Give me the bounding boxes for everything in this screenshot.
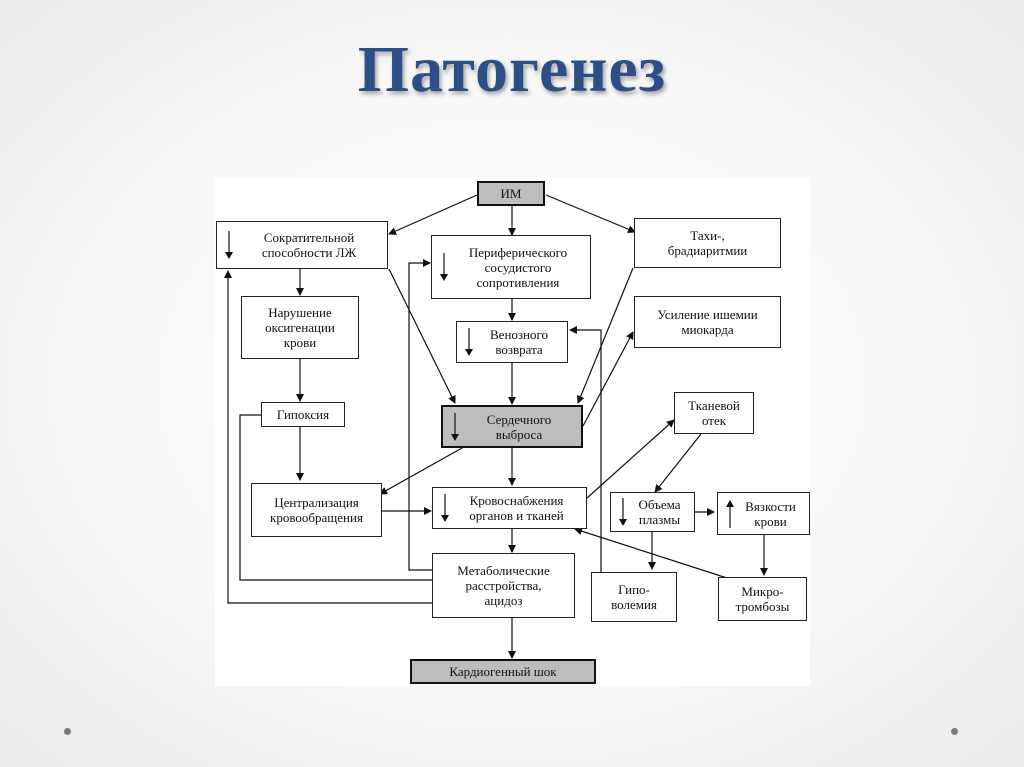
im-box: ИМ: [477, 181, 545, 206]
microthrombosis-label: Микро- тромбозы: [735, 584, 790, 614]
arrow-bloodsupply-edema: [586, 419, 675, 499]
arrow-metabolic-contractility: [224, 270, 432, 604]
oxygenation-box: Нарушение оксигенации крови: [241, 296, 359, 359]
contractility-label: Сократительной способности ЛЖ: [261, 230, 357, 260]
cardiogenic-shock-label: Кардиогенный шок: [449, 664, 557, 679]
im-label: ИМ: [500, 186, 522, 201]
centralization-box: Централизация кровообращения: [251, 483, 382, 537]
arrow-contractility-output: [388, 268, 456, 404]
hypoxia-label: Гипоксия: [276, 407, 330, 422]
venous-return-label: Венозного возврата: [490, 327, 548, 357]
arrow-hypovolemia-venous: [569, 326, 602, 572]
peripheral-resistance-box: Периферического сосудистого сопротивлени…: [431, 235, 591, 299]
blood-supply-box: Кровоснабжения органов и тканей: [432, 487, 587, 529]
metabolic-label: Метаболические расстройства, ацидоз: [457, 563, 550, 608]
tissue-edema-box: Тканевой отек: [674, 392, 754, 434]
oxygenation-label: Нарушение оксигенации крови: [265, 305, 335, 350]
ischemia-box: Усиление ишемии миокарда: [634, 296, 781, 348]
decrease-arrow-icon: [441, 494, 449, 522]
decrease-arrow-icon: [619, 498, 627, 526]
increase-arrow-icon: [726, 499, 734, 528]
decorative-dot-left: [64, 728, 71, 735]
cardiogenic-shock-box: Кардиогенный шок: [410, 659, 596, 684]
hypovolemia-box: Гипо- волемия: [591, 572, 677, 622]
arrow-im-arrhythmia: [545, 194, 636, 234]
plasma-volume-label: Объема плазмы: [638, 497, 681, 527]
flowchart-connectors: [224, 194, 768, 659]
decrease-arrow-icon: [225, 231, 233, 259]
arrow-microthrombosis-bloodsupply: [574, 527, 728, 579]
decorative-dot-right: [951, 728, 958, 735]
viscosity-label: Вязкости крови: [745, 498, 796, 529]
arrow-output-centralization: [379, 447, 463, 495]
arrow-edema-plasma: [654, 433, 702, 493]
line-metabolic-hypoxia: [239, 414, 432, 581]
hypovolemia-label: Гипо- волемия: [611, 582, 657, 612]
decrease-arrow-icon: [465, 328, 473, 356]
peripheral-resistance-label: Периферического сосудистого сопротивлени…: [468, 244, 568, 290]
arrhythmia-box: Тахи-, брадиаритмии: [634, 218, 781, 268]
arrow-arrhythmia-output: [576, 267, 634, 404]
decrease-arrow-icon: [440, 253, 448, 281]
flowchart-panel: ИМ Сократительной способности ЛЖ Перифер…: [215, 178, 810, 686]
ischemia-label: Усиление ишемии миокарда: [657, 307, 758, 337]
contractility-box: Сократительной способности ЛЖ: [216, 221, 388, 269]
cardiac-output-label: Сердечного выброса: [486, 411, 552, 442]
decrease-arrow-icon: [451, 412, 459, 441]
metabolic-box: Метаболические расстройства, ацидоз: [432, 553, 575, 618]
arrow-metabolic-peripheral: [408, 259, 432, 571]
arrow-im-contractility: [388, 194, 478, 235]
arrhythmia-label: Тахи-, брадиаритмии: [667, 228, 748, 258]
tissue-edema-label: Тканевой отек: [688, 398, 740, 428]
microthrombosis-box: Микро- тромбозы: [718, 577, 807, 621]
viscosity-box: Вязкости крови: [717, 492, 810, 535]
venous-return-box: Венозного возврата: [456, 321, 568, 363]
plasma-volume-box: Объема плазмы: [610, 492, 695, 532]
slide-title: Патогенез: [357, 33, 667, 106]
cardiac-output-box: Сердечного выброса: [441, 405, 583, 448]
centralization-label: Централизация кровообращения: [270, 495, 363, 525]
arrow-output-ischemia: [582, 331, 634, 427]
blood-supply-label: Кровоснабжения органов и тканей: [469, 493, 564, 523]
hypoxia-box: Гипоксия: [261, 402, 345, 427]
